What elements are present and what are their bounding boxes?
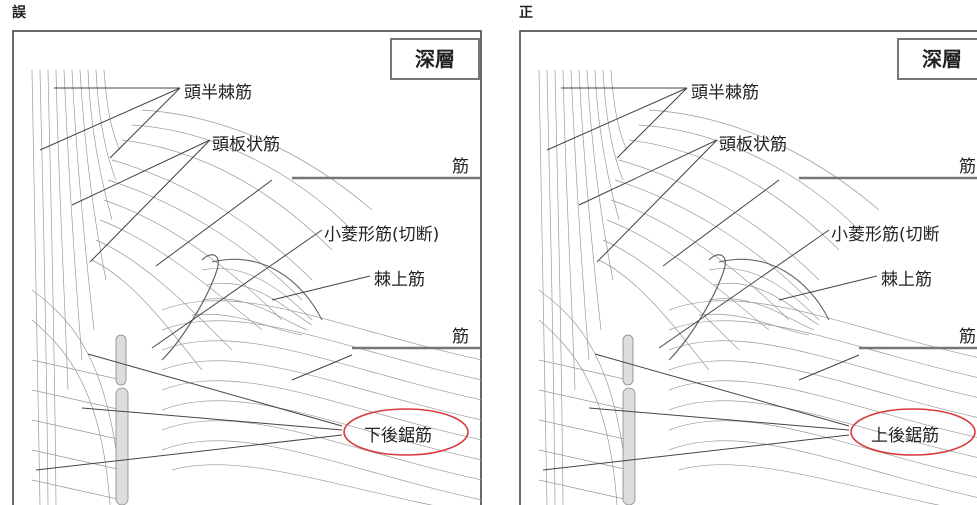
wrong-tag: 誤 [12,5,26,21]
correct-anatomy-illustration [519,30,977,505]
wrong-label-rhomboid-minor: 小菱形筋(切断) [324,225,440,245]
correct-depth-box: 深層 [897,38,977,80]
correct-label-supraspinatus: 棘上筋 [881,270,932,290]
correct-label-splenius: 頭板状筋 [719,135,787,155]
correct-tag: 正 [519,5,533,21]
wrong-label-muscle-mid: 筋 [452,327,469,347]
correct-panel: 深層 頭半棘筋 頭板状筋 筋 小菱形筋(切断 棘上筋 筋 上後鋸筋 [519,30,977,505]
wrong-panel: 深層 頭半棘筋 頭板状筋 筋 小菱形筋(切断) 棘上筋 筋 下後鋸筋 [12,30,482,505]
wrong-highlight-ellipse [343,408,469,456]
correct-label-muscle-mid: 筋 [959,327,976,347]
wrong-label-supraspinatus: 棘上筋 [374,270,425,290]
wrong-label-splenius: 頭板状筋 [212,135,280,155]
correct-highlight-ellipse [850,408,976,456]
wrong-label-muscle-top: 筋 [452,157,469,177]
correct-label-semispinalis: 頭半棘筋 [691,83,759,103]
correct-label-rhomboid-minor: 小菱形筋(切断 [831,225,940,245]
correct-label-muscle-top: 筋 [959,157,976,177]
correct-label-serratus: 上後鋸筋 [871,426,939,446]
wrong-depth-box: 深層 [390,38,480,80]
wrong-label-semispinalis: 頭半棘筋 [184,83,252,103]
wrong-label-serratus: 下後鋸筋 [364,426,432,446]
wrong-anatomy-illustration [12,30,482,505]
